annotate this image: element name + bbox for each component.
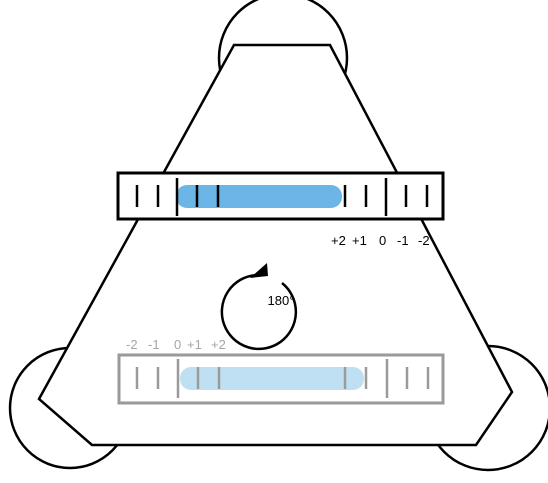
rotation-indicator: 180° — [220, 263, 298, 351]
top-label: +2 — [331, 233, 346, 248]
rotation-label: 180° — [268, 293, 295, 308]
bottom-scale — [117, 353, 445, 405]
bottom-label: -2 — [126, 337, 138, 352]
bottom-blue-bar — [180, 367, 364, 390]
bottom-label: +2 — [211, 337, 226, 352]
top-blue-bar — [176, 185, 342, 208]
bottom-label: 0 — [174, 337, 181, 352]
bottom-label: +1 — [187, 337, 202, 352]
arrowhead-icon — [250, 263, 268, 278]
top-scale — [116, 171, 445, 221]
top-label: +1 — [352, 233, 367, 248]
top-label: 0 — [379, 233, 386, 248]
rotate-clockwise-arrow-icon — [220, 273, 298, 351]
top-scale-labels: +2 +1 0 -1 -2 — [331, 233, 430, 248]
top-label: -2 — [418, 233, 430, 248]
bottom-scale-labels: -2 -1 0 +1 +2 — [126, 337, 226, 352]
triangle-body — [37, 43, 514, 447]
bottom-label: -1 — [148, 337, 160, 352]
top-label: -1 — [397, 233, 409, 248]
